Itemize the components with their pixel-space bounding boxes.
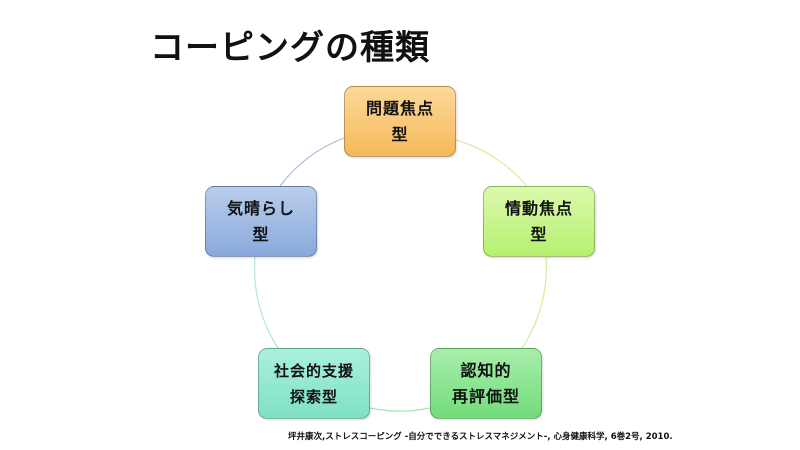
node-distraction: 気晴らし 型 [205,186,317,257]
node-problem-focused: 問題焦点 型 [344,86,456,157]
page-title: コーピングの種類 [150,28,430,68]
node-label: 再評価型 [451,386,520,406]
node-label: 認知的 [460,360,512,380]
citation: 坪井康次,ストレスコーピング -自分でできるストレスマネジメント-, 心身健康科… [288,432,673,442]
ring-arc-bottom [369,407,431,412]
ring-arc-top-left [279,137,345,187]
ring-arc-left [253,256,279,349]
ring-arc-top-right [455,139,531,191]
node-label: 問題焦点 [365,98,434,118]
node-cognitive-reappraisal: 認知的 再評価型 [430,348,542,419]
node-label: 気晴らし [226,198,295,218]
node-label: 探索型 [289,387,338,406]
node-social-support-seeking: 社会的支援 探索型 [258,348,370,419]
node-label: 情動焦点 [504,198,573,218]
node-label: 型 [391,124,409,144]
node-label: 型 [252,224,270,244]
node-label: 社会的支援 [273,361,354,380]
node-emotion-focused: 情動焦点 型 [483,186,595,257]
ring-arc-right [521,256,547,349]
node-label: 型 [530,224,548,244]
